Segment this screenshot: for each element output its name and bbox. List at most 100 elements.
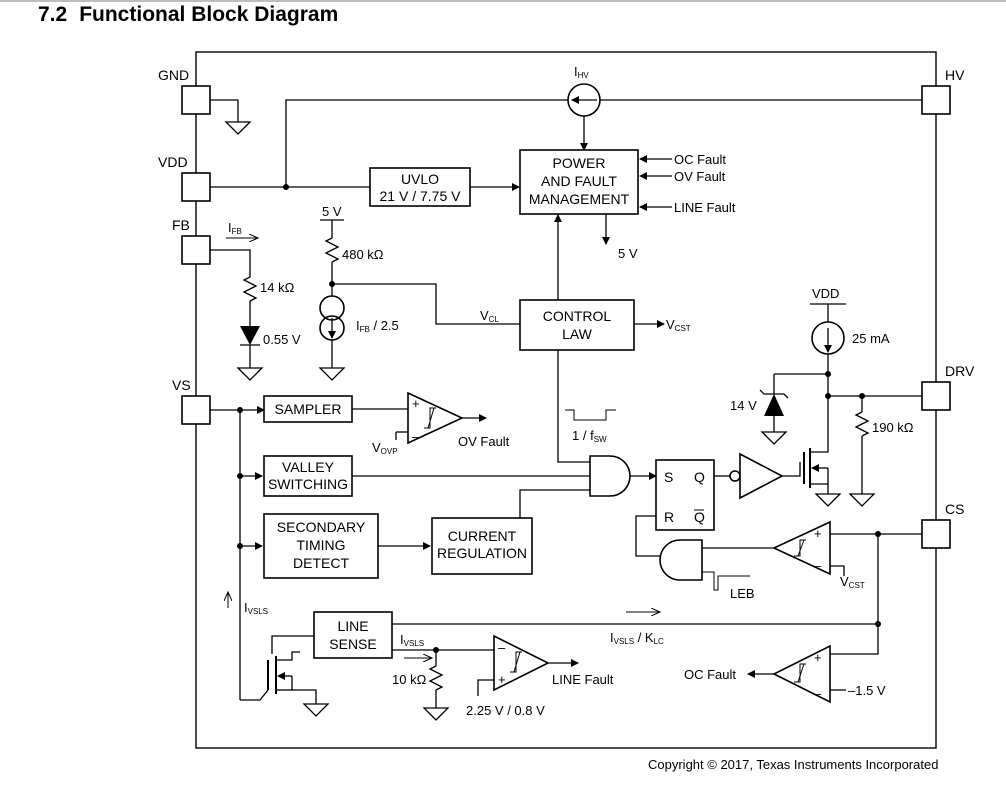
pin-gnd[interactable]: GND xyxy=(158,67,211,115)
fb-network: IFB 14 kΩ 0.55 V xyxy=(210,220,301,381)
pin-cs[interactable]: CS xyxy=(921,501,964,549)
top-rule xyxy=(0,0,1006,2)
svg-text:25 mA: 25 mA xyxy=(852,331,890,346)
line-comparator: – + 2.25 V / 0.8 V xyxy=(466,634,550,718)
svg-text:–: – xyxy=(412,429,420,444)
pin-fb[interactable]: FB xyxy=(172,217,211,265)
fault-inputs: OC Fault OV Fault LINE Fault xyxy=(639,152,736,215)
svg-text:VCST: VCST xyxy=(840,574,865,590)
section-number: 7.2 xyxy=(38,3,68,26)
secondary-timing-detect-block: SECONDARY TIMING DETECT xyxy=(263,513,379,579)
svg-text:IVSLS: IVSLS xyxy=(244,600,268,616)
pin-fb-label: FB xyxy=(172,217,190,233)
svg-text:+: + xyxy=(498,672,506,687)
oc-comparator: + – –1.5 V xyxy=(772,644,886,704)
svg-text:0.55 V: 0.55 V xyxy=(263,332,301,347)
page-title: 7.2 Functional Block Diagram xyxy=(38,3,338,27)
and-gate-reset xyxy=(659,539,703,581)
svg-text:VOVP: VOVP xyxy=(372,440,398,456)
svg-text:UVLO: UVLO xyxy=(401,171,439,187)
svg-text:LINE: LINE xyxy=(337,618,368,634)
svg-text:–: – xyxy=(498,640,506,655)
svg-text:POWER: POWER xyxy=(553,155,606,171)
svg-text:10 kΩ: 10 kΩ xyxy=(392,672,427,687)
pin-drv-label: DRV xyxy=(945,363,975,379)
svg-text:+: + xyxy=(814,650,822,665)
pin-cs-label: CS xyxy=(945,501,964,517)
and-gate-set xyxy=(589,455,631,497)
cs-comparator: + – VCST xyxy=(772,520,865,590)
svg-text:TIMING: TIMING xyxy=(297,537,346,553)
pin-vs-label: VS xyxy=(172,377,191,393)
sampler-block: SAMPLER xyxy=(263,395,353,423)
fsw-pulse-symbol: 1 / fSW xyxy=(565,409,616,444)
svg-text:S: S xyxy=(664,469,673,485)
control-to-gate-wire xyxy=(557,350,590,463)
vcst-output-label: VCST xyxy=(666,317,691,333)
hv-current-source: IHV xyxy=(285,64,922,187)
svg-text:OC Fault: OC Fault xyxy=(674,152,726,167)
uvlo-block: UVLO 21 V / 7.75 V xyxy=(369,167,471,207)
svg-text:IFB: IFB xyxy=(228,220,242,236)
zener-14v: 14 V xyxy=(730,374,789,445)
driver-mosfet xyxy=(803,440,842,507)
svg-text:SENSE: SENSE xyxy=(329,636,376,652)
pin-hv-label: HV xyxy=(945,67,965,83)
svg-text:DETECT: DETECT xyxy=(293,555,349,571)
vsls-mosfet: IVSLS xyxy=(228,592,330,717)
drv-current-source: VDD 25 mA xyxy=(774,286,922,440)
svg-text:LAW: LAW xyxy=(562,326,593,342)
svg-text:1 / fSW: 1 / fSW xyxy=(572,428,607,444)
svg-text:SWITCHING: SWITCHING xyxy=(268,476,348,492)
resistor-190k: 190 kΩ xyxy=(848,396,914,507)
svg-text:14 V: 14 V xyxy=(730,398,757,413)
line-fault-output-label: LINE Fault xyxy=(552,672,614,687)
svg-text:480 kΩ: 480 kΩ xyxy=(342,247,384,262)
svg-text:190 kΩ: 190 kΩ xyxy=(872,420,914,435)
svg-text:AND FAULT: AND FAULT xyxy=(541,173,617,189)
ivsls-klc-label: IVSLS / KLC xyxy=(610,630,664,646)
svg-text:–: – xyxy=(814,686,822,701)
svg-text:5 V: 5 V xyxy=(322,204,342,219)
svg-text:Q: Q xyxy=(694,509,705,525)
pin-hv[interactable]: HV xyxy=(921,67,965,115)
svg-text:+: + xyxy=(412,396,420,411)
svg-text:21 V / 7.75 V: 21 V / 7.75 V xyxy=(380,188,462,204)
svg-text:SECONDARY: SECONDARY xyxy=(277,519,366,535)
svg-text:SAMPLER: SAMPLER xyxy=(275,401,342,417)
svg-text:LEB: LEB xyxy=(730,586,755,601)
sr-latch: S Q R Q xyxy=(655,459,715,531)
control-law-block: CONTROL LAW xyxy=(519,299,635,351)
svg-text:OV Fault: OV Fault xyxy=(674,169,726,184)
cs-path xyxy=(392,531,922,655)
pin-drv[interactable]: DRV xyxy=(921,363,975,411)
svg-text:IVSLS: IVSLS xyxy=(400,632,424,648)
vdd-junction xyxy=(283,184,289,190)
svg-text:VCL: VCL xyxy=(480,308,499,324)
driver-inverter-bubble xyxy=(729,470,741,482)
power-fault-management-block: POWER AND FAULT MANAGEMENT xyxy=(519,149,639,215)
svg-text:Q: Q xyxy=(694,469,705,485)
oc-fault-output-label: OC Fault xyxy=(684,667,736,682)
svg-text:MANAGEMENT: MANAGEMENT xyxy=(529,191,630,207)
ov-fault-output-label: OV Fault xyxy=(458,434,510,449)
vcl-bias-network: 5 V 480 kΩ IFB / 2.5 VCL xyxy=(318,204,520,381)
gate-driver-buffer xyxy=(739,452,784,500)
current-regulation-block: CURRENT REGULATION xyxy=(431,517,533,575)
line-sense-block: LINE SENSE xyxy=(313,611,393,659)
pin-vdd-label: VDD xyxy=(158,154,188,170)
copyright-note: Copyright © 2017, Texas Instruments Inco… xyxy=(648,757,939,772)
svg-text:VDD: VDD xyxy=(812,286,839,301)
svg-text:–1.5 V: –1.5 V xyxy=(848,683,886,698)
svg-text:REGULATION: REGULATION xyxy=(437,545,527,561)
svg-text:LINE Fault: LINE Fault xyxy=(674,200,736,215)
section-title-text: Functional Block Diagram xyxy=(79,3,339,26)
pm-5v-output-label: 5 V xyxy=(618,246,638,261)
svg-text:R: R xyxy=(664,509,674,525)
gnd-ground-symbol xyxy=(210,99,252,135)
leb-pulse-symbol: LEB xyxy=(702,571,755,601)
pin-gnd-label: GND xyxy=(158,67,189,83)
pin-vdd[interactable]: VDD xyxy=(158,154,211,202)
pin-vs[interactable]: VS xyxy=(172,377,211,425)
